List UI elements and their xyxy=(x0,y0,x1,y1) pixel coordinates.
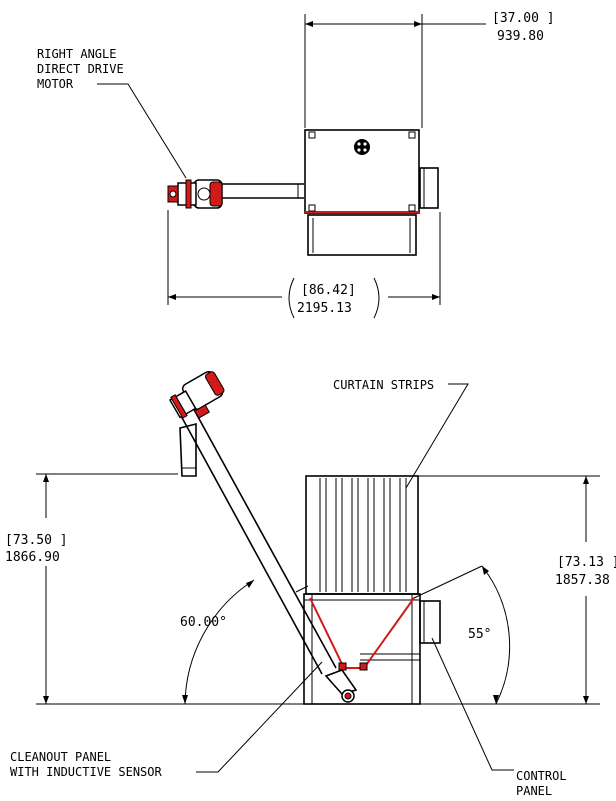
gearbox-red-flange xyxy=(185,179,192,209)
vent-hole xyxy=(363,148,367,152)
cleanout-label-line2: WITH INDUCTIVE SENSOR xyxy=(10,765,162,779)
arrow-head xyxy=(583,476,589,484)
vent-circle xyxy=(354,139,370,155)
auger-angle: 60.00° xyxy=(180,615,227,630)
bolt xyxy=(308,131,316,139)
hopper-angle: 55° xyxy=(468,627,491,642)
hopper-cone xyxy=(309,597,415,669)
arrow-head xyxy=(43,474,49,482)
bolt xyxy=(408,131,416,139)
auger-angle-arc xyxy=(184,579,255,705)
paren-right xyxy=(373,277,380,319)
arrow-head xyxy=(432,294,440,300)
length-dim-mm: 2195.13 xyxy=(297,301,352,316)
arrow-head xyxy=(414,21,422,27)
cone-bolt xyxy=(359,662,368,671)
motor-label-line2: DIRECT DRIVE xyxy=(37,62,124,76)
auger-tube-lower-edge xyxy=(179,413,323,675)
vent-hole xyxy=(357,142,361,146)
control-box-top xyxy=(419,167,439,209)
arrow-head xyxy=(305,21,313,27)
arrow-head xyxy=(168,294,176,300)
cleanout-leader xyxy=(196,661,323,773)
width-dim-mm: 939.80 xyxy=(497,29,544,44)
bolt xyxy=(408,204,416,212)
curtain-strips xyxy=(319,478,407,592)
length-dim-inches: [86.42] xyxy=(301,283,356,298)
control-panel-box xyxy=(419,600,441,644)
arrow-head xyxy=(246,580,254,588)
auger-flange xyxy=(295,585,309,593)
control-label-line2: PANEL xyxy=(516,784,552,798)
cleanout-label-line1: CLEANOUT PANEL xyxy=(10,750,111,764)
control-label-line1: CONTROL xyxy=(516,769,567,783)
auger-motor xyxy=(168,370,225,419)
cone-bolt xyxy=(338,662,347,671)
paren-left xyxy=(288,277,295,319)
right-height-inches: [73.13 ] xyxy=(557,555,616,570)
width-dim-inches: [37.00 ] xyxy=(492,11,555,26)
arrow-head xyxy=(493,695,499,704)
motor-red-cap xyxy=(209,181,223,207)
arrow-head xyxy=(182,695,188,704)
hopper-upper-box xyxy=(305,475,419,595)
vent-hole xyxy=(363,142,367,146)
control-leader xyxy=(431,637,514,771)
left-height-mm: 1866.90 xyxy=(5,550,60,565)
motor-label-line3: MOTOR xyxy=(37,77,74,91)
arrow-head xyxy=(583,696,589,704)
cleanout-housing xyxy=(324,669,358,695)
side-view: [73.50 ] 1866.90 [73.13 ] 1857.38 xyxy=(5,370,616,798)
sensor-red-core xyxy=(344,692,352,700)
motor-leader xyxy=(97,83,187,179)
curtain-strips-label: CURTAIN STRIPS xyxy=(333,378,434,392)
shaft-icon xyxy=(169,190,177,198)
vent-hole xyxy=(357,148,361,152)
auger-tube-upper-edge xyxy=(191,405,337,669)
motor-hub xyxy=(197,187,211,201)
bolt xyxy=(308,204,316,212)
curtain-leader xyxy=(405,383,469,489)
inlet-spout xyxy=(179,422,197,477)
right-height-mm: 1857.38 xyxy=(555,573,610,588)
hopper-lower-frame xyxy=(303,593,421,705)
arrow-head xyxy=(43,696,49,704)
hopper-angle-arc xyxy=(481,565,511,705)
motor-label-line1: RIGHT ANGLE xyxy=(37,47,116,61)
hopper-lower-box xyxy=(307,214,417,256)
hopper-angle-ray xyxy=(413,565,483,599)
left-height-inches: [73.50 ] xyxy=(5,533,68,548)
top-view: [37.00 ] 939.80 RIGHT ANGLE xyxy=(37,11,555,319)
arrow-head xyxy=(482,566,489,575)
